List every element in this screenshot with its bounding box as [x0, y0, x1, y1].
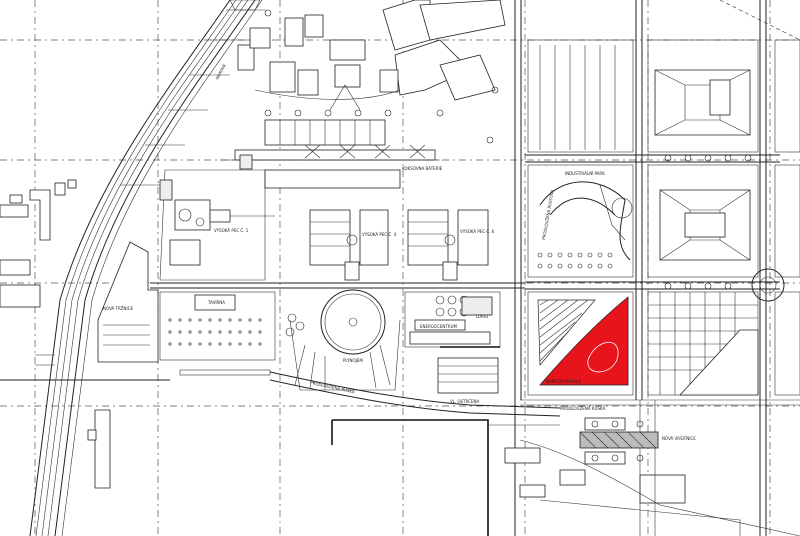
highlighted-site-red [539, 296, 629, 386]
plynojem-label: PLYNOJEM [343, 358, 363, 363]
roundabout [751, 268, 785, 302]
site-label: KONCERTNÍ HALA [546, 379, 581, 384]
koksovna-complex [220, 119, 440, 189]
vysoka-pec-1-label: VYSOKÁ PEC Č. 1 [214, 228, 249, 233]
lurgi-label: LURGI [476, 314, 488, 319]
industrialni-park-label: INDUSTRIÁLNÍ PARK [565, 171, 605, 176]
north-east-blocks [527, 0, 800, 290]
koksovna-label: KOKSOVNA BATERIE [402, 166, 443, 171]
rail-label: MAKOVÁ [214, 63, 226, 80]
blast-furnace-6 [407, 209, 489, 281]
west-buildings [0, 179, 111, 489]
blast-furnace-4 [309, 209, 389, 281]
blast-furnace-1 [159, 169, 275, 281]
south-area [331, 400, 800, 536]
railway-corridor [29, 0, 266, 536]
energocentrum-label: ENERGOCENTRUM [420, 324, 458, 329]
vl-ostrcena-label: VL. OSTRČENA [450, 399, 480, 404]
prodlouzena-rustova-label: PRODLOUŽENÁ RUSTOVA [541, 189, 555, 240]
vysoka-pec-4-label: VYSOKÁ PEC Č. 4 [362, 232, 397, 237]
north-cluster [229, 0, 506, 144]
plynojem-gasholder [285, 289, 401, 391]
nova-vrsitnice-label: NOVÁ VRŠITNICE [662, 436, 696, 441]
energocentrum-area [404, 291, 501, 394]
south-west-platforms [35, 354, 271, 376]
nova-trznice-label: NOVÁ TRŽNICE [103, 306, 133, 311]
south-east-blocks [647, 291, 800, 396]
industrial-park [527, 164, 634, 278]
prodlouzena-ruska-label: PRODLOUŽENÁ RUSKÁ [560, 406, 606, 411]
tavirna-area [159, 291, 276, 361]
tavirna-label: TAVÍRNA [207, 300, 225, 305]
nova-vrsitnice-bridge [579, 417, 659, 465]
highlighted-site-block [527, 291, 634, 396]
vysoka-pec-6-label: VYSOKÁ PEC Č. 6 [460, 229, 495, 234]
prodlouzena-ruska-road-label: PRODLOUŽENÁ RUSKÁ [310, 380, 356, 394]
nova-trznice-block [97, 241, 159, 363]
